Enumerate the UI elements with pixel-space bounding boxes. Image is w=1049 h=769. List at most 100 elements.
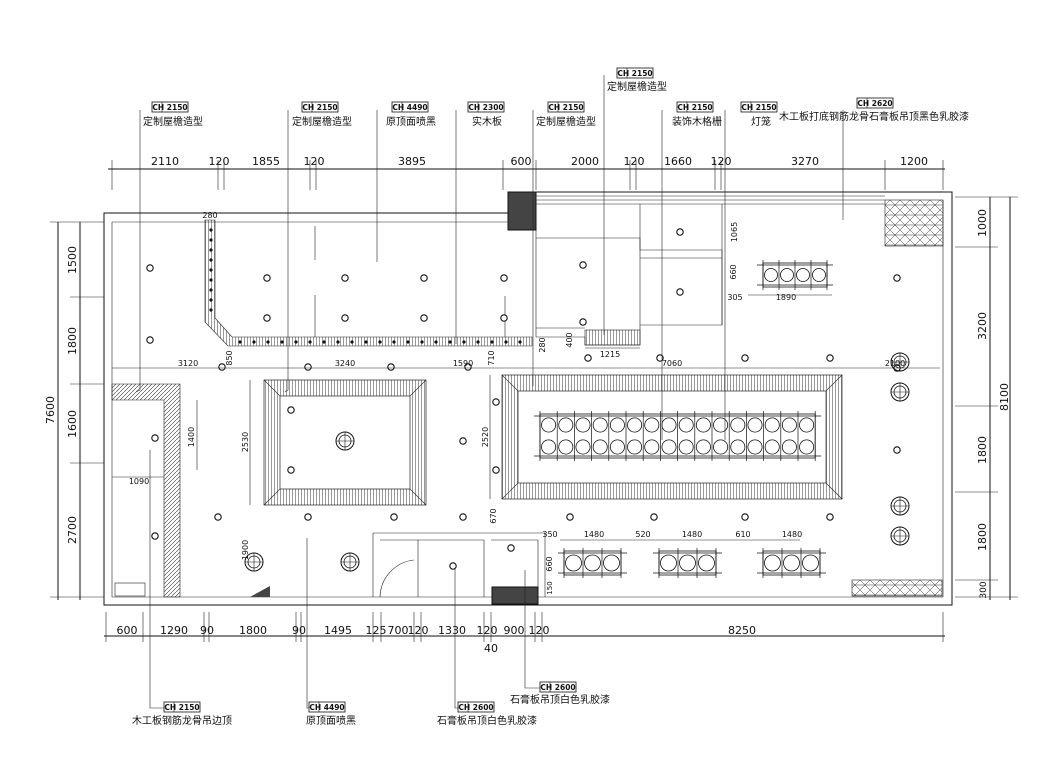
bottom-dim-4: 90	[292, 624, 306, 637]
inner-dim-1480b: 1480	[682, 530, 702, 539]
lantern-icon	[730, 417, 746, 433]
downlight-icon	[341, 314, 349, 322]
downlight-icon	[304, 513, 312, 521]
lantern-icon	[558, 417, 574, 433]
lantern-icon	[575, 439, 591, 455]
inner-dim-280b: 280	[538, 337, 547, 352]
inner-dim-610: 610	[735, 530, 750, 539]
lantern-icon	[713, 417, 729, 433]
bottom-dim-13: 8250	[728, 624, 756, 637]
outer-walls	[103, 191, 953, 606]
downlight-icon	[893, 274, 901, 282]
top-dim-4: 3895	[398, 155, 426, 168]
bottom-dim-8: 120	[408, 624, 429, 637]
lantern-icon	[678, 417, 694, 433]
callout-top-8-tag: CH 2620	[857, 99, 892, 108]
downlight-icon	[151, 532, 159, 540]
bottom-dim-5: 1495	[324, 624, 352, 637]
bottom-dim-1: 1290	[160, 624, 188, 637]
inner-dim-660a: 660	[729, 264, 738, 279]
downlight-icon	[492, 398, 500, 406]
inner-dim-520: 520	[635, 530, 650, 539]
lantern-grid-lower-2	[653, 548, 722, 578]
downlight-icon	[826, 354, 834, 362]
lantern-icon	[558, 439, 574, 455]
inner-dim-350: 350	[542, 530, 557, 539]
callout-top-7-tag: CH 2150	[741, 103, 776, 112]
bottom-dim-11: 900	[504, 624, 525, 637]
callout-bottom-0-tag: CH 2150	[164, 703, 199, 712]
left-side-room	[111, 383, 270, 598]
callout-top-7: CH 2150 灯笼	[740, 101, 778, 128]
callout-top-1: CH 2150 定制屋檐造型	[292, 101, 352, 128]
callout-top-8-text: 木工板打底钢筋龙骨石膏板吊顶黑色乳胶漆	[779, 110, 969, 123]
inner-dim-1215: 1215	[600, 350, 620, 359]
downlight-icon	[459, 437, 467, 445]
inner-dim-1590: 1590	[453, 359, 473, 368]
callout-top-5-tag: CH 2150	[617, 69, 652, 78]
lantern-icon	[713, 439, 729, 455]
bottom-dimension-line: 600 1290 90 1800 90 1495 125 700 120 133…	[104, 612, 945, 655]
callout-bottom-1: CH 4490 原顶面喷黑	[306, 701, 356, 727]
eaves-spot-row	[209, 228, 522, 344]
downlight-icon	[650, 513, 658, 521]
top-dim-6: 2000	[571, 155, 599, 168]
lantern-icon	[781, 417, 797, 433]
callout-bottom-3-tag: CH 2600	[540, 683, 575, 692]
lantern-icon	[644, 439, 660, 455]
lantern-icon	[678, 439, 694, 455]
lantern-icon	[627, 439, 643, 455]
downlight-icon	[464, 363, 472, 371]
pendant-lamp-icon	[335, 431, 355, 451]
callout-top-2: CH 4490 原顶面喷黑	[386, 101, 436, 128]
downlight-icon	[676, 288, 684, 296]
inner-dim-660b: 660	[545, 556, 554, 571]
callout-top-4-text: 定制屋檐造型	[536, 115, 596, 128]
lantern-icon	[780, 268, 794, 282]
bottom-dim-2: 90	[200, 624, 214, 637]
inner-dim-7060: 7060	[662, 359, 682, 368]
right-dim-2: 1800	[976, 436, 989, 464]
downlight-icon	[151, 434, 159, 442]
callout-top-6: CH 2150 装饰木格栅	[672, 101, 722, 128]
lantern-icon	[698, 554, 715, 572]
downlight-icon	[566, 513, 574, 521]
downlight-icon	[741, 513, 749, 521]
inner-dim-1900: 1900	[241, 540, 250, 560]
lantern-icon	[603, 554, 620, 572]
downlight-icon	[287, 406, 295, 414]
pendant-lamp-icon	[890, 526, 910, 546]
downlight-icon	[459, 513, 467, 521]
right-dim-4: 300	[979, 581, 989, 598]
callout-top-4: CH 2150 定制屋檐造型	[536, 101, 596, 128]
callout-bottom-3-text: 石膏板吊顶白色乳胶漆	[510, 693, 610, 706]
inner-dim-710: 710	[487, 350, 496, 365]
lantern-icon	[627, 417, 643, 433]
top-dimension-line: 2110 120 1855 120 3895 600 2000 120 1660…	[108, 155, 945, 190]
inner-dim-2530: 2530	[241, 432, 250, 452]
lantern-icon	[541, 417, 557, 433]
lantern-icon	[661, 439, 677, 455]
downlight-icon	[449, 562, 457, 570]
lantern-icon	[764, 554, 781, 572]
downlight-icon	[263, 314, 271, 322]
lantern-icon	[730, 439, 746, 455]
lantern-icon	[565, 554, 582, 572]
left-total-dim: 7600	[44, 396, 57, 424]
downlight-icon	[507, 544, 515, 552]
downlight-icon	[341, 274, 349, 282]
downlight-icon	[579, 261, 587, 269]
downlight-icon	[584, 354, 592, 362]
downlight-icon	[579, 318, 587, 326]
callout-bottom-1-tag: CH 4490	[309, 703, 344, 712]
top-dim-0: 2110	[151, 155, 179, 168]
downlight-icon	[263, 274, 271, 282]
inner-dim-1890: 1890	[776, 293, 796, 302]
lantern-icon	[679, 554, 696, 572]
top-dim-7: 120	[624, 155, 645, 168]
lantern-grid-lower-1	[558, 548, 627, 578]
downlight-icon	[146, 336, 154, 344]
callout-top-8: CH 2620 木工板打底钢筋龙骨石膏板吊顶黑色乳胶漆	[779, 97, 969, 123]
top-dim-1: 120	[209, 155, 230, 168]
